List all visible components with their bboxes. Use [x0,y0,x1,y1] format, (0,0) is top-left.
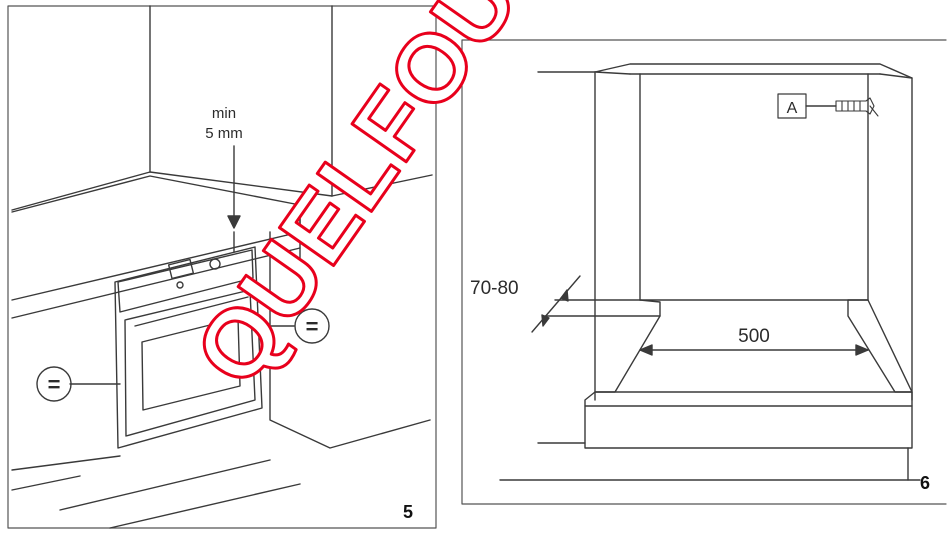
oven-control-panel [117,249,254,313]
cabinet-right-inner [879,73,913,79]
watermark-outline: QUELFOUR [175,0,581,404]
plinth-line-2 [59,459,271,511]
oven-handle [134,296,249,327]
equal-symbol-left: = [48,372,61,397]
width-arrow-right [855,344,869,356]
width-arrow-left [639,344,653,356]
figure-5-number: 5 [403,502,413,522]
plinth-line-4 [11,475,81,491]
equal-circle-left [36,366,72,402]
depth-arrow-top [560,289,569,302]
depth-arrow-bottom [541,314,550,327]
floor-wall-join [11,171,151,211]
figure-6-number: 6 [920,473,930,493]
floor-wall-join-right [149,171,333,197]
figure-6-niche-dimensions [461,39,947,505]
part-a-label: A [787,100,798,117]
gap-label-min: min [212,105,236,122]
depth-dim-line [531,275,581,333]
figure-5-border [7,5,437,529]
oven-window [141,317,241,411]
oven-knob-left [167,258,195,280]
cabinet-left-inner [594,71,631,75]
depth-label: 70-80 [470,278,519,299]
plinth-line-3 [109,483,301,529]
oven-door [124,289,256,437]
figure-6-border [461,39,947,505]
screw-icon [835,97,879,117]
oven-knob-right [209,258,221,270]
plinth-line-1 [11,455,121,471]
gap-arrow-head [227,215,241,229]
equal-circle-right [294,308,330,344]
cabinet-floor-line [331,174,433,197]
cabinet-base [584,391,913,449]
gap-label-5mm: 5 mm [205,125,243,142]
oven-frame [114,246,263,449]
equal-symbol-right: = [306,314,319,339]
width-label: 500 [738,326,770,347]
cabinet-outer [594,63,913,401]
figure-5-oven-installation [7,5,437,529]
oven-knob-small [176,281,184,289]
